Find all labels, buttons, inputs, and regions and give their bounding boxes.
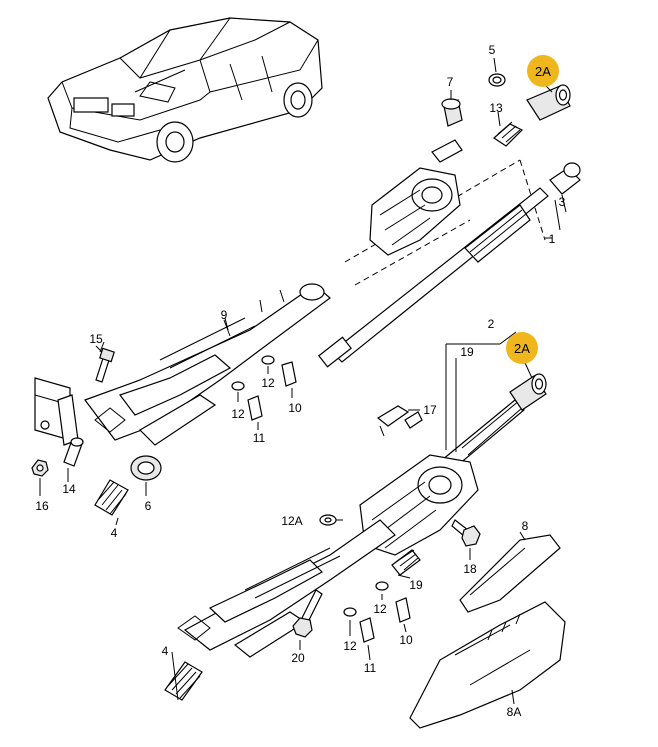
callout-17: 17 (423, 403, 437, 417)
callout-20: 20 (291, 651, 305, 665)
callout-12-upper-b: 12 (231, 407, 245, 421)
clip-part-17 (376, 405, 420, 437)
sleeve-part-2a-upper (526, 84, 571, 121)
callout-4-lower: 4 (162, 644, 169, 658)
callout-13: 13 (489, 101, 503, 115)
bolt-part-18 (451, 519, 481, 547)
callout-2a-top: 2A (535, 64, 551, 79)
callout-14: 14 (62, 482, 76, 496)
bolt-part-15 (95, 345, 116, 383)
callout-6: 6 (145, 499, 152, 513)
callout-2a-mid-highlight (506, 332, 538, 364)
callout-19-top: 19 (460, 345, 474, 359)
nut-part-16 (31, 459, 49, 477)
spring-part-13 (493, 111, 524, 147)
callout-9: 9 (221, 308, 228, 322)
car-illustration (47, 17, 323, 163)
callout-2a-mid: 2A (514, 341, 530, 356)
callout-11-upper: 11 (253, 431, 266, 445)
callout-12-upper-a: 12 (261, 376, 275, 390)
column-bracket-part-9 (84, 283, 331, 446)
callout-4-upper: 4 (111, 526, 118, 540)
bushing-part-7 (441, 90, 463, 127)
switch-housing (369, 139, 463, 256)
fastener-set-upper (231, 355, 297, 430)
lower-column-bracket (177, 519, 396, 658)
callout-7: 7 (447, 75, 454, 89)
bushing-part-14 (63, 437, 84, 467)
bolt-part-20 (292, 589, 323, 638)
callout-3: 3 (559, 195, 566, 209)
callout-11-lower: 11 (364, 661, 377, 675)
cover-part-8a (409, 601, 566, 729)
callout-16: 16 (35, 499, 49, 513)
callout-15: 15 (89, 332, 103, 346)
washer-part-12a (319, 514, 337, 526)
callout-2: 2 (488, 317, 495, 331)
mounting-plate-left (34, 377, 79, 446)
spring-part-19 (391, 549, 421, 576)
callout-10-lower: 10 (399, 633, 413, 647)
upper-steering-shaft (318, 187, 549, 368)
bearing-part-6 (130, 455, 162, 496)
callout-12-lower-a: 12 (373, 602, 387, 616)
ring-part-5 (488, 57, 506, 87)
callout-2a-top-highlight (527, 55, 559, 87)
spring-part-4-lower (164, 661, 203, 701)
callout-8: 8 (522, 519, 529, 533)
callout-8a: 8A (507, 705, 522, 719)
sleeve-part-2a-lower (509, 373, 547, 411)
callout-1: 1 (549, 232, 556, 246)
cover-part-8 (459, 534, 561, 613)
callout-12a: 12A (281, 514, 302, 528)
callout-10-upper: 10 (288, 401, 302, 415)
callout-12-lower-b: 12 (343, 639, 357, 653)
splined-end-part-3 (549, 162, 581, 213)
callout-18: 18 (463, 562, 477, 576)
callout-5: 5 (489, 43, 496, 57)
callout-19-mid: 19 (409, 578, 423, 592)
spring-part-4-upper (94, 479, 129, 516)
fastener-set-lower (343, 581, 411, 643)
